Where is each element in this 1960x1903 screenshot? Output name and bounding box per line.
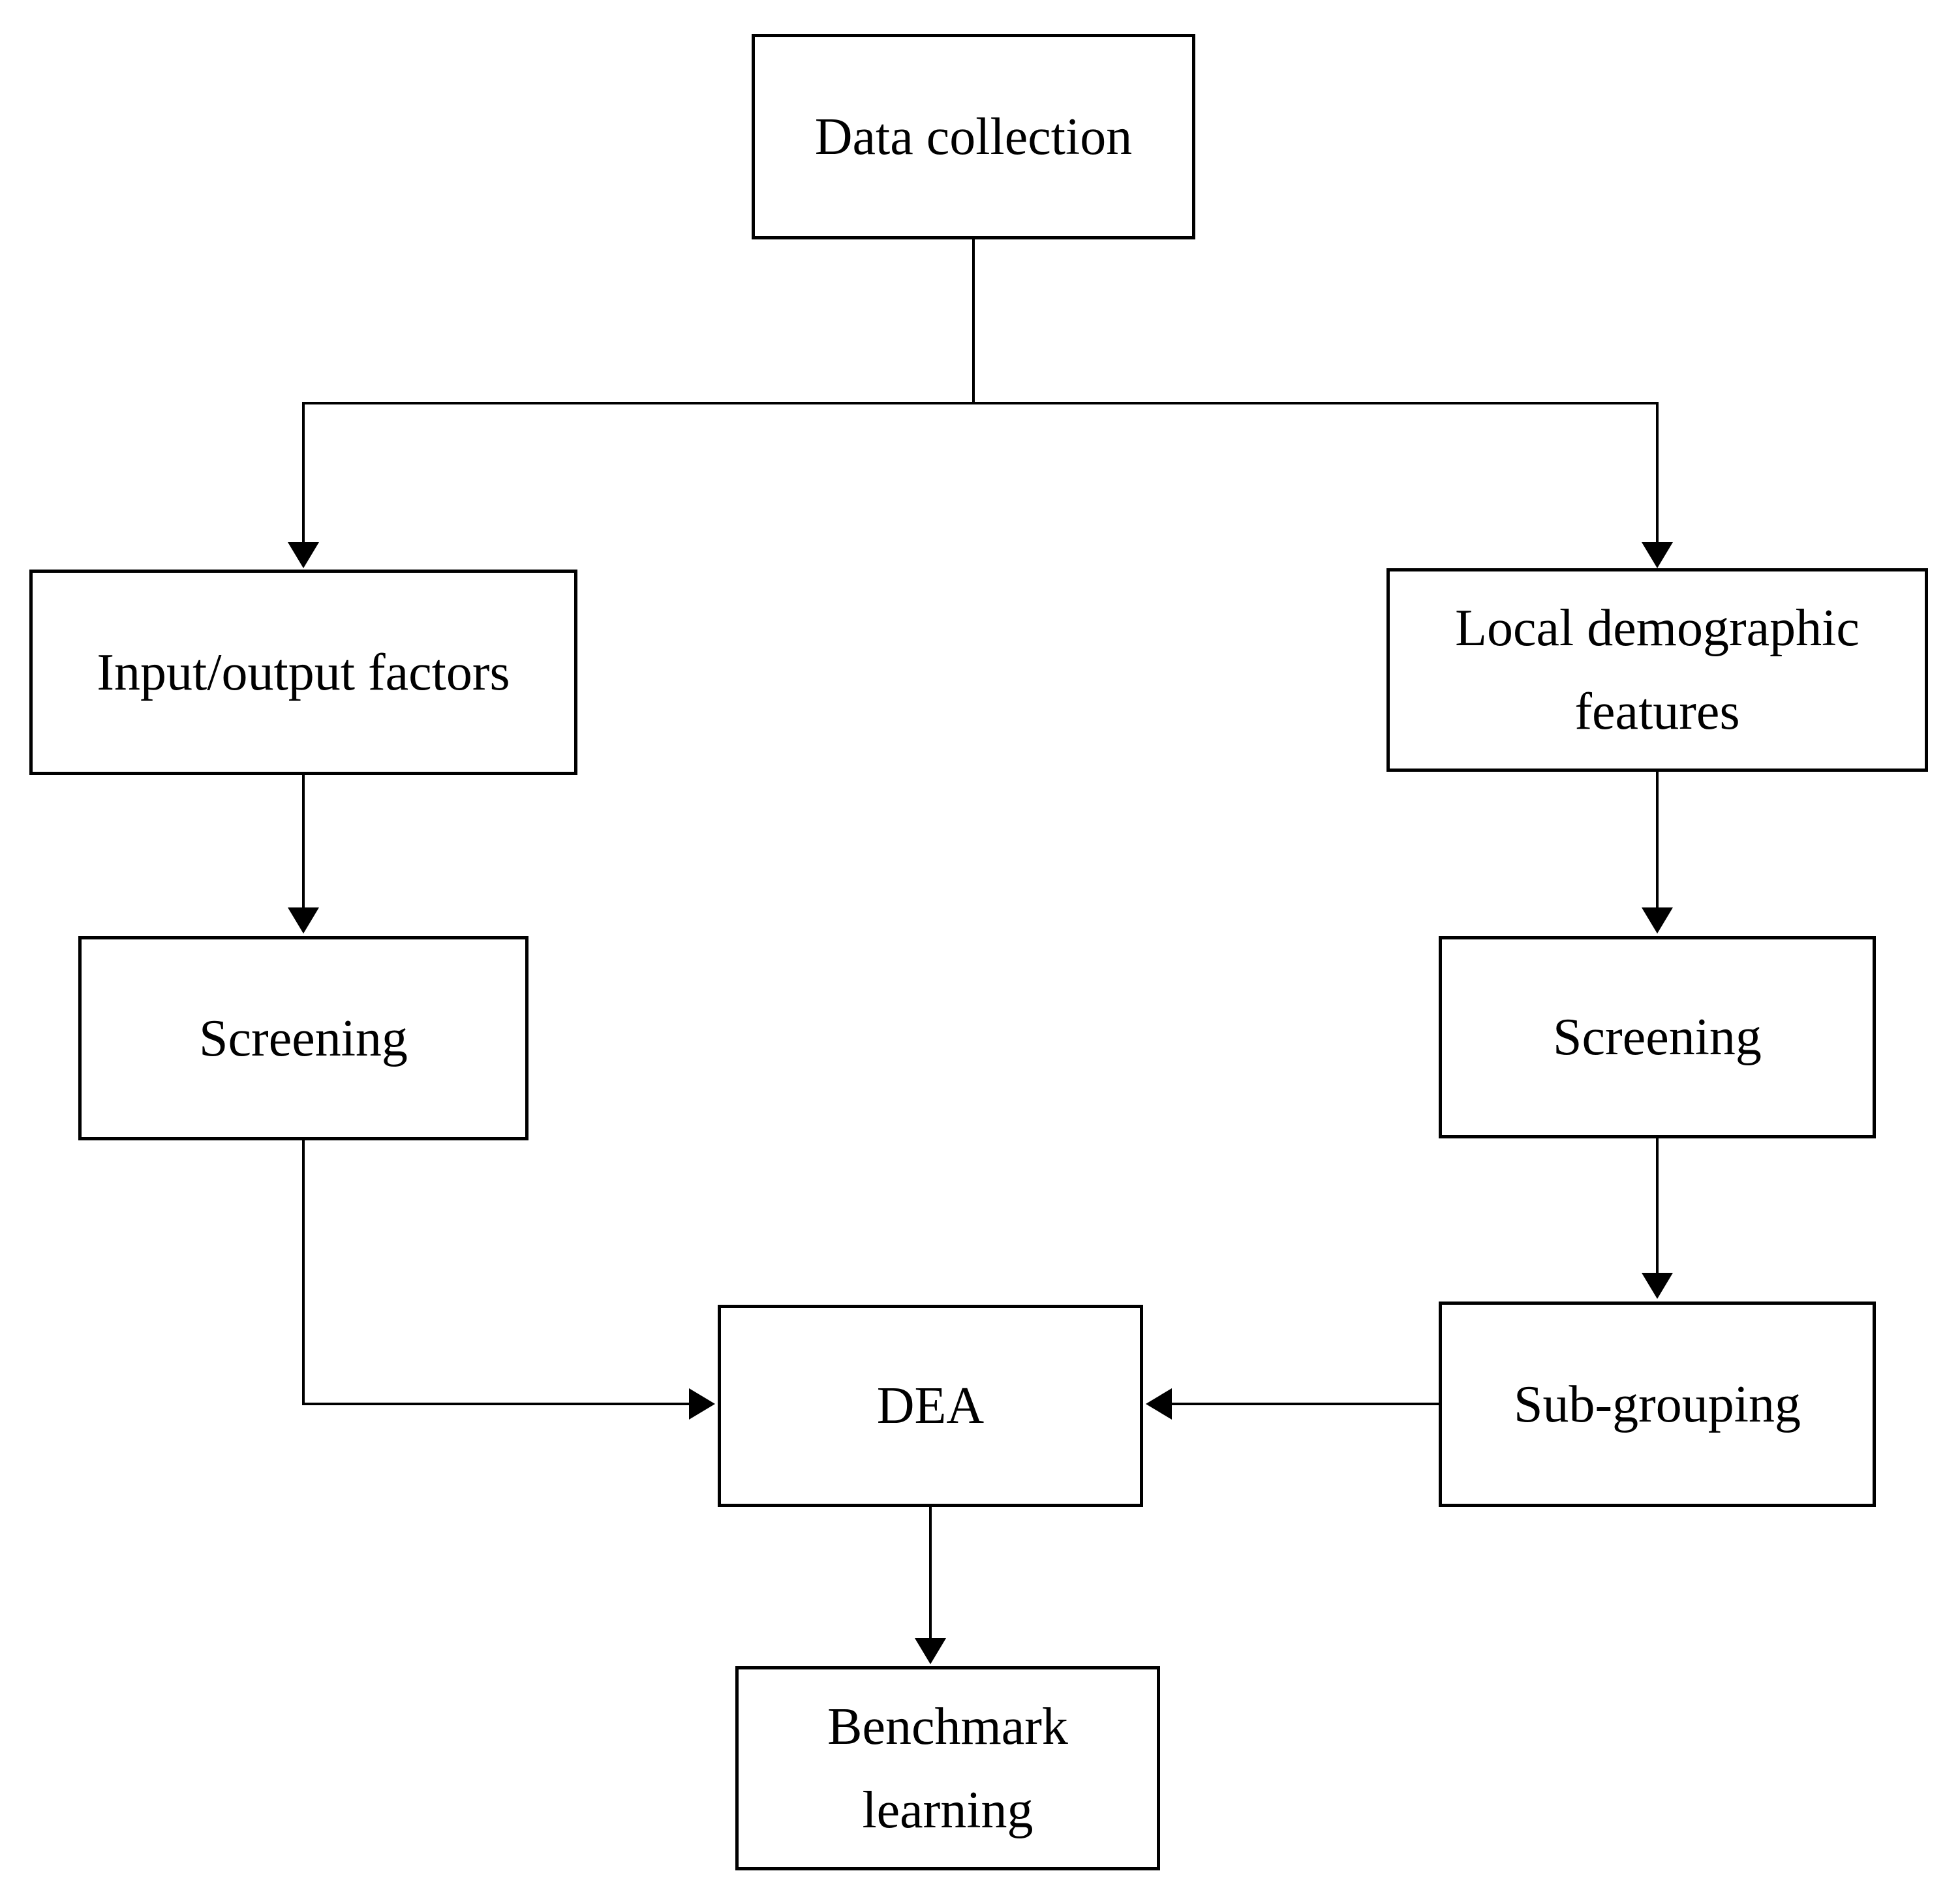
edge-screening-to-dea-arrowhead [689, 1388, 715, 1420]
edge-branch-to-localdemo-arrowhead [1642, 542, 1673, 568]
edge-branch-to-inputoutput-arrowhead [288, 542, 319, 568]
node-label: Sub-grouping [1514, 1375, 1801, 1433]
node-screening-left: Screening [78, 936, 528, 1140]
node-sub-grouping: Sub-grouping [1439, 1302, 1876, 1507]
node-local-demographic-features: Local demographic features [1386, 568, 1928, 772]
node-input-output-factors: Input/output factors [29, 570, 577, 775]
edge-screening-to-subgrouping-arrowhead [1642, 1273, 1673, 1299]
edge-screening-to-dea-line [302, 1140, 692, 1405]
node-label: Input/output factors [97, 643, 510, 701]
edge-localdemo-to-screening-arrowhead [1642, 907, 1673, 934]
node-label: Local demographic features [1455, 600, 1860, 740]
edge-inputoutput-to-screening-arrowhead [288, 907, 319, 934]
node-label: Data collection [814, 108, 1133, 166]
node-label: Screening [1553, 1009, 1762, 1066]
node-data-collection: Data collection [752, 34, 1195, 239]
node-screening-right: Screening [1439, 936, 1876, 1138]
node-label: DEA [876, 1377, 985, 1435]
edge-dea-to-benchmark-arrowhead [915, 1638, 946, 1664]
node-benchmark-learning: Benchmark learning [735, 1666, 1160, 1870]
edge-subgrouping-to-dea-arrowhead [1146, 1388, 1172, 1420]
node-label: Benchmark learning [827, 1697, 1068, 1839]
node-dea: DEA [718, 1305, 1143, 1507]
node-label: Screening [199, 1009, 408, 1067]
